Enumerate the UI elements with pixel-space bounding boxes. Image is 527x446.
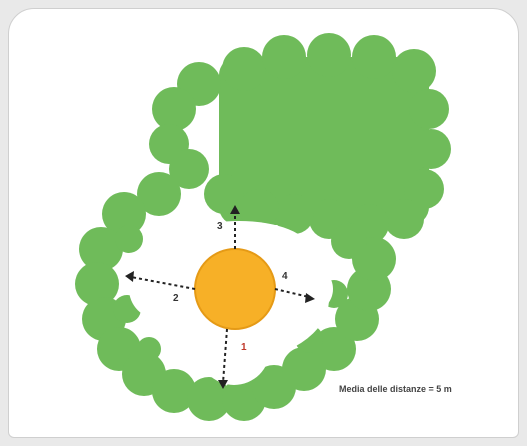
arrow-2-label: 2 [173,293,179,304]
trunk-circle [195,249,275,329]
arrowhead-2 [125,271,134,282]
diagram-card: 3 2 4 1 Media delle distanze = 5 m [8,8,519,438]
average-distance-note: Media delle distanze = 5 m [339,384,452,394]
arrow-3-label: 3 [217,221,223,232]
canopy-diagram [9,9,519,438]
arrow-1-label: 1 [241,342,247,353]
arrow-4-label: 4 [282,271,288,282]
